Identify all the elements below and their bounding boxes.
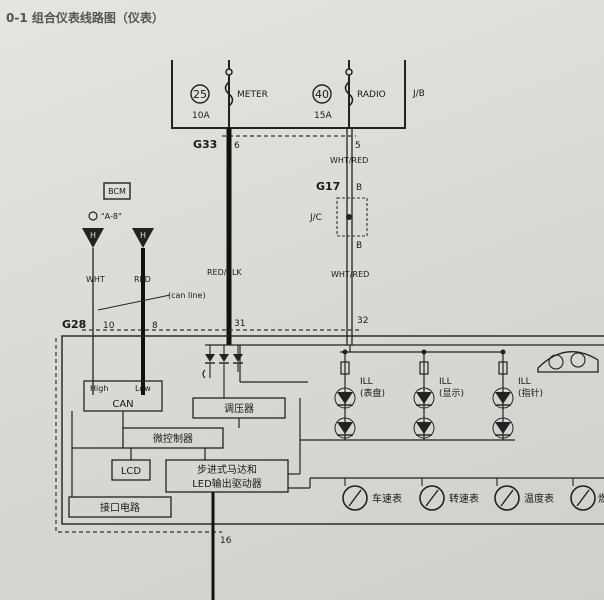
regulator-label: 调压器 <box>224 403 254 415</box>
bcm-pin-h-right-icon <box>132 228 154 248</box>
ill-3-sub: (指针) <box>518 387 543 399</box>
radio-fuse-symbol <box>344 81 354 107</box>
instrument-cluster-icon <box>537 351 599 373</box>
jc-junction-dot <box>346 214 352 220</box>
radio-fuse-number-circle <box>312 84 332 104</box>
red-blk-label: RED/BLK <box>207 268 242 277</box>
radio-fuse-number: 40 <box>315 88 329 101</box>
ill-column-3: ILL (指针) <box>492 349 543 440</box>
pin-5: 5 <box>355 141 361 151</box>
can-high-label: High <box>90 384 108 393</box>
mcu-block <box>122 427 224 449</box>
bcm-pin-h-left: H <box>90 231 96 240</box>
jb-label: J/B <box>412 89 425 99</box>
bcm-label: BCM <box>108 187 126 196</box>
can-label: CAN <box>112 399 133 410</box>
bcm-pin-h-left-icon <box>82 228 104 248</box>
led-2b-icon <box>416 422 432 434</box>
jb-frame <box>171 60 406 129</box>
gauge-1-label: 车速表 <box>372 492 402 505</box>
g28-pin-8: 8 <box>152 321 158 331</box>
ill-3-label: ILL <box>518 377 531 387</box>
meter-fuse-label: METER <box>237 90 268 100</box>
bcm-pin-h-right: H <box>140 231 146 240</box>
led-2a-icon <box>416 392 432 404</box>
gauge-tachometer: 转速表 <box>419 485 479 511</box>
pin-16: 16 <box>220 536 232 546</box>
g33-label: G33 <box>193 138 217 151</box>
temperature-gauge-icon <box>494 485 520 511</box>
wht-red-label-2: WHT/RED <box>331 270 369 279</box>
bcm-ref: "A-8" <box>101 212 122 221</box>
ill-1-label: ILL <box>360 377 373 387</box>
tachometer-icon <box>419 485 445 511</box>
diode-3-icon <box>233 354 243 362</box>
led-3b-icon <box>495 422 511 434</box>
meter-fuse-amp: 10A <box>192 111 210 121</box>
can-line-pointer <box>97 294 171 311</box>
interface-block <box>68 496 172 518</box>
mcu-label: 微控制器 <box>153 432 193 445</box>
pin-31: 31 <box>234 319 245 329</box>
diode-1-icon <box>205 354 215 362</box>
red-label: RED <box>134 275 151 284</box>
ill-column-1: ILL (表盘) <box>334 349 385 440</box>
ill-2-label: ILL <box>439 377 452 387</box>
meter-fuse-terminal-top <box>225 68 233 76</box>
can-line-label: (can line) <box>168 291 206 300</box>
wht-label: WHT <box>86 275 105 284</box>
gauge-3-label: 温度表 <box>524 492 554 505</box>
g33-pin: 6 <box>234 141 240 151</box>
bcm-box <box>103 182 131 200</box>
gauge-2-label: 转速表 <box>449 492 479 505</box>
g28-label: G28 <box>62 318 86 331</box>
meter-outline <box>61 335 604 525</box>
driver-block <box>165 459 289 493</box>
diode-group <box>202 345 243 398</box>
g17-bottom-pin: B <box>356 241 362 251</box>
led-3a-icon <box>495 392 511 404</box>
bcm-connector-icon <box>88 211 98 221</box>
led-1a-icon <box>337 392 353 404</box>
g17-top-pin: B <box>356 183 362 193</box>
led-1b-icon <box>337 422 353 434</box>
radio-fuse-label: RADIO <box>357 90 386 100</box>
meter-fuse-symbol <box>224 81 234 107</box>
g28-pin-10: 10 <box>103 321 115 331</box>
gauge-fuel: 燃 <box>570 485 604 511</box>
wht-red-label-1: WHT/RED <box>330 156 368 165</box>
meter-dashed-outline <box>55 338 222 533</box>
ill-2-sub: (显示) <box>439 388 464 399</box>
diode-2-icon <box>219 354 229 362</box>
meter-fuse-number: 25 <box>193 88 207 101</box>
interface-label: 接口电路 <box>100 501 140 514</box>
gauge-4-label: 燃 <box>598 492 604 505</box>
diagram-title: 0-1 组合仪表线路图（仪表） <box>6 10 164 25</box>
ill-column-2: ILL (显示) <box>413 349 464 440</box>
can-low-label: Low <box>135 384 151 393</box>
ill-1-sub: (表盘) <box>360 387 385 399</box>
jc-label: J/C <box>309 213 322 223</box>
lcd-label: LCD <box>121 466 142 477</box>
speedometer-icon <box>342 485 368 511</box>
gauge-temperature: 温度表 <box>494 485 554 511</box>
radio-fuse-amp: 15A <box>314 111 332 121</box>
fuel-gauge-icon <box>570 485 596 511</box>
gauge-speedometer: 车速表 <box>342 485 402 511</box>
driver-label-1: 步进式马达和 <box>197 463 257 476</box>
meter-fuse-number-circle <box>190 84 210 104</box>
g17-label: G17 <box>316 180 340 193</box>
radio-fuse-terminal-top <box>345 68 353 76</box>
jc-box <box>336 197 368 237</box>
pin-32: 32 <box>357 316 368 326</box>
driver-label-2: LED输出驱动器 <box>192 477 262 490</box>
